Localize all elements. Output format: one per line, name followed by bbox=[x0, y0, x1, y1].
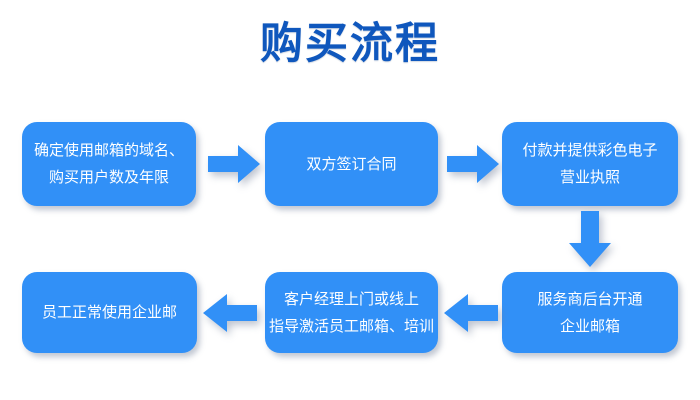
arrow-right-icon-1 bbox=[208, 145, 260, 183]
flow-node-3-line-1: 付款并提供彩色电子 bbox=[522, 142, 658, 159]
flow-node-3-line-2: 营业执照 bbox=[559, 169, 620, 186]
arrow-right-icon-2 bbox=[447, 145, 499, 183]
flow-node-1-line-2: 购买用户数及年限 bbox=[48, 169, 169, 186]
flow-node-1-line-1: 确定使用邮箱的域名、 bbox=[33, 142, 184, 159]
page-title: 购买流程 bbox=[260, 20, 440, 68]
flow-node-1[interactable]: 确定使用邮箱的域名、 购买用户数及年限 bbox=[22, 122, 196, 206]
flow-node-2-line-1: 双方签订合同 bbox=[306, 155, 397, 173]
flow-node-5[interactable]: 客户经理上门或线上 指导激活员工邮箱、培训 bbox=[265, 272, 438, 353]
flow-node-4-line-2: 企业邮箱 bbox=[559, 317, 620, 335]
arrow-left-icon-2 bbox=[203, 294, 257, 332]
flow-node-4[interactable]: 服务商后台开通 企业邮箱 bbox=[502, 272, 678, 353]
flow-node-4-line-1: 服务商后台开通 bbox=[537, 290, 643, 308]
arrow-down-icon-1 bbox=[569, 211, 611, 267]
flow-node-2[interactable]: 双方签订合同 bbox=[265, 122, 438, 206]
flow-node-5-line-2: 指导激活员工邮箱、培训 bbox=[269, 317, 435, 335]
flow-node-6[interactable]: 员工正常使用企业邮 bbox=[22, 272, 197, 353]
flow-node-6-line-1: 员工正常使用企业邮 bbox=[41, 304, 177, 321]
arrow-left-icon-1 bbox=[444, 294, 498, 332]
flow-node-5-line-1: 客户经理上门或线上 bbox=[283, 290, 419, 308]
flow-node-3[interactable]: 付款并提供彩色电子 营业执照 bbox=[502, 122, 678, 206]
